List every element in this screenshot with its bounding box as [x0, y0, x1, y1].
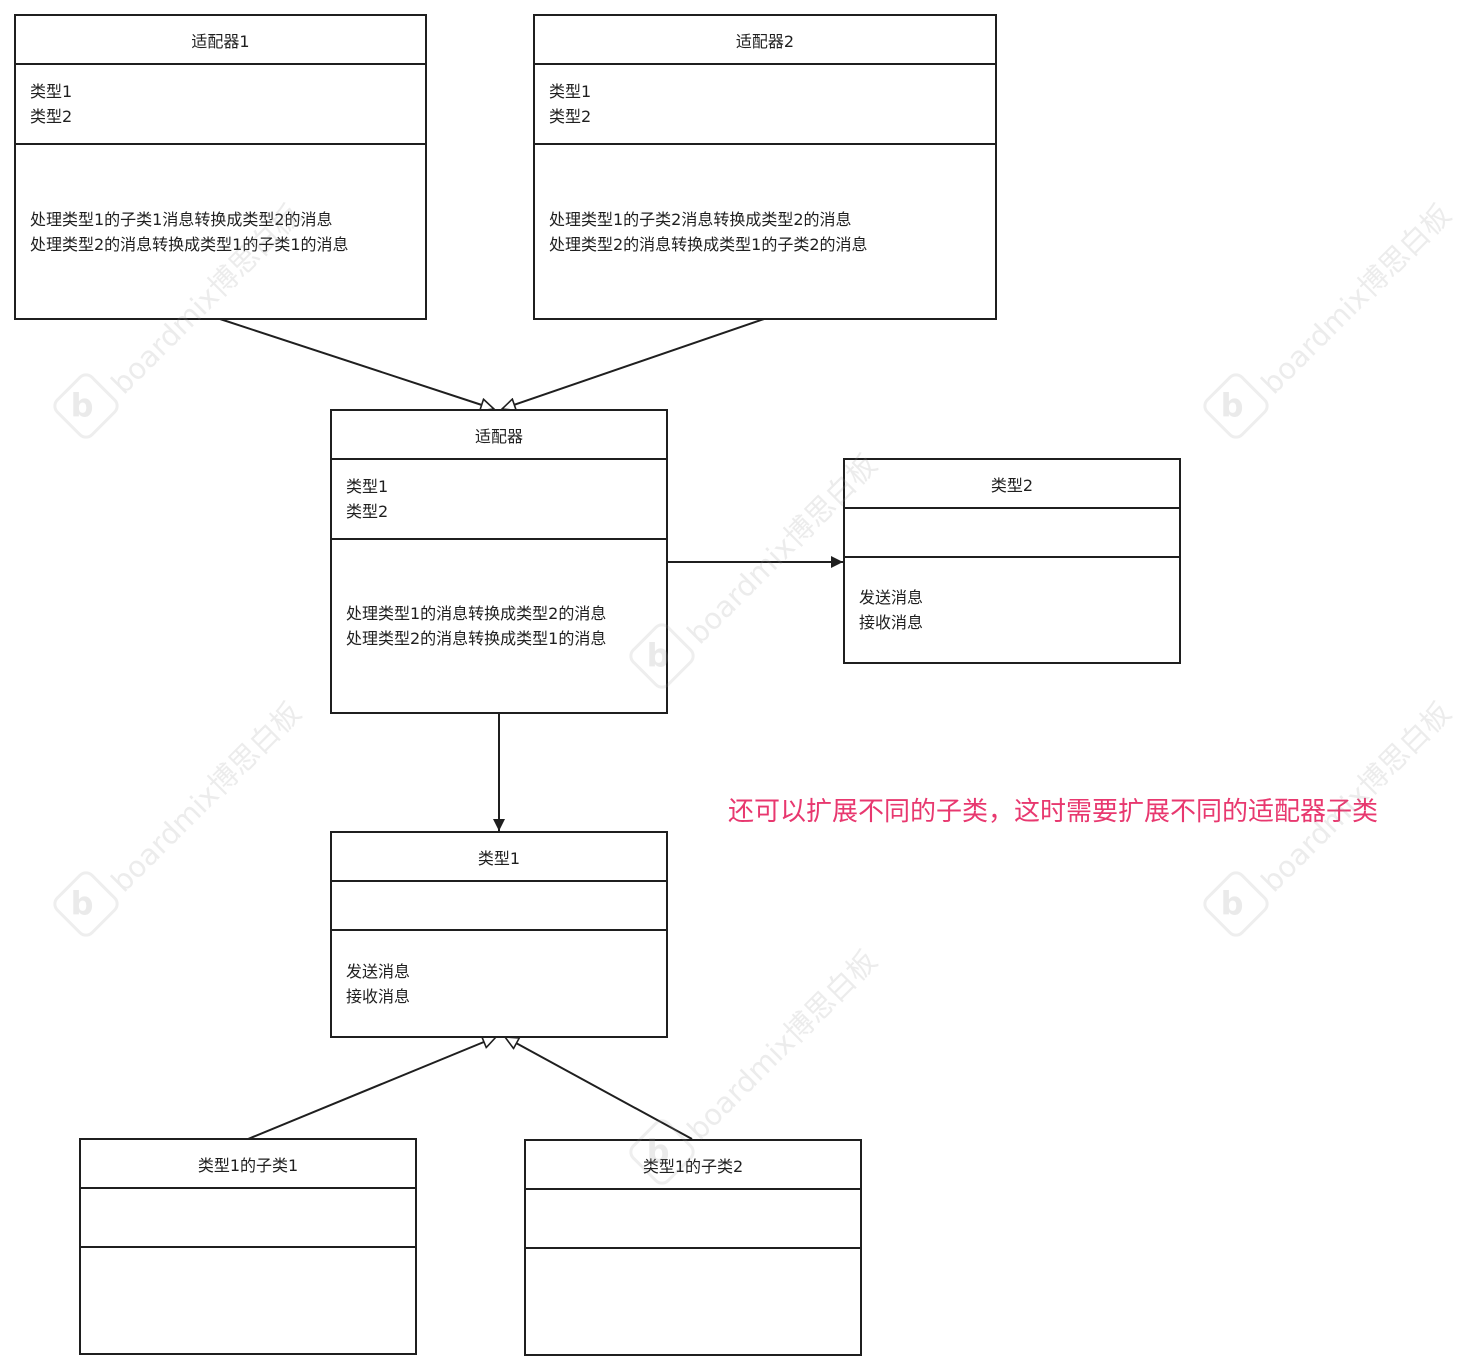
- class-title: 适配器2: [535, 16, 995, 65]
- attribute-item: 类型1: [30, 82, 73, 101]
- operation-item: 发送消息: [859, 588, 924, 607]
- class-title: 类型2: [845, 460, 1179, 509]
- class-title: 类型1的子类2: [526, 1141, 860, 1190]
- class-box-subclass2[interactable]: 类型1的子类2: [524, 1139, 862, 1356]
- class-attributes: [526, 1190, 860, 1249]
- class-title: 适配器1: [16, 16, 425, 65]
- class-operations: 处理类型1的子类1消息转换成类型2的消息 处理类型2的消息转换成类型1的子类1的…: [16, 145, 425, 318]
- operation-item: 处理类型1的子类1消息转换成类型2的消息: [30, 209, 333, 229]
- inherit-adapter1-to-adapter: [219, 318, 494, 409]
- class-box-adapter[interactable]: 适配器 类型1 类型2 处理类型1的消息转换成类型2的消息 处理类型2的消息转换…: [330, 409, 668, 714]
- annotation-note: 还可以扩展不同的子类，这时需要扩展不同的适配器子类: [728, 797, 1379, 827]
- attribute-item: 类型1: [346, 477, 389, 496]
- attribute-item: 类型2: [346, 502, 389, 521]
- class-title: 适配器: [332, 411, 666, 460]
- attribute-item: 类型2: [549, 107, 592, 126]
- operation-item: 处理类型2的消息转换成类型1的消息: [346, 629, 607, 648]
- operation-item: 处理类型1的子类2消息转换成类型2的消息: [549, 209, 852, 229]
- class-operations: 处理类型1的子类2消息转换成类型2的消息 处理类型2的消息转换成类型1的子类2的…: [535, 145, 995, 318]
- operation-item: 处理类型2的消息转换成类型1的子类1的消息: [30, 234, 349, 254]
- attribute-item: 类型2: [30, 107, 73, 126]
- class-attributes: 类型1 类型2: [16, 65, 425, 145]
- class-attributes: [845, 509, 1179, 558]
- attribute-item: 类型1: [549, 82, 592, 101]
- operation-item: 接收消息: [346, 986, 411, 1006]
- class-attributes: [81, 1189, 415, 1248]
- class-box-type2[interactable]: 类型2 发送消息 接收消息: [843, 458, 1181, 664]
- operation-item: 处理类型2的消息转换成类型1的子类2的消息: [549, 234, 868, 254]
- class-attributes: 类型1 类型2: [535, 65, 995, 145]
- inherit-sub1-to-type1: [247, 1037, 496, 1140]
- class-title: 类型1: [332, 833, 666, 882]
- inherit-adapter2-to-adapter: [502, 318, 765, 409]
- class-operations: 发送消息 接收消息: [845, 558, 1179, 662]
- class-attributes: [332, 882, 666, 931]
- operation-item: 发送消息: [346, 961, 411, 981]
- class-box-adapter2[interactable]: 适配器2 类型1 类型2 处理类型1的子类2消息转换成类型2的消息 处理类型2的…: [533, 14, 997, 320]
- class-box-subclass1[interactable]: 类型1的子类1: [79, 1138, 417, 1355]
- class-operations: [81, 1248, 415, 1353]
- class-operations: 发送消息 接收消息: [332, 931, 666, 1036]
- class-title: 类型1的子类1: [81, 1140, 415, 1189]
- operation-item: 接收消息: [859, 613, 924, 632]
- class-operations: [526, 1249, 860, 1354]
- operation-item: 处理类型1的消息转换成类型2的消息: [346, 604, 607, 623]
- class-box-type1[interactable]: 类型1 发送消息 接收消息: [330, 831, 668, 1038]
- class-attributes: 类型1 类型2: [332, 460, 666, 540]
- class-operations: 处理类型1的消息转换成类型2的消息 处理类型2的消息转换成类型1的消息: [332, 540, 666, 712]
- class-box-adapter1[interactable]: 适配器1 类型1 类型2 处理类型1的子类1消息转换成类型2的消息 处理类型2的…: [14, 14, 427, 320]
- inherit-sub2-to-type1: [505, 1037, 693, 1140]
